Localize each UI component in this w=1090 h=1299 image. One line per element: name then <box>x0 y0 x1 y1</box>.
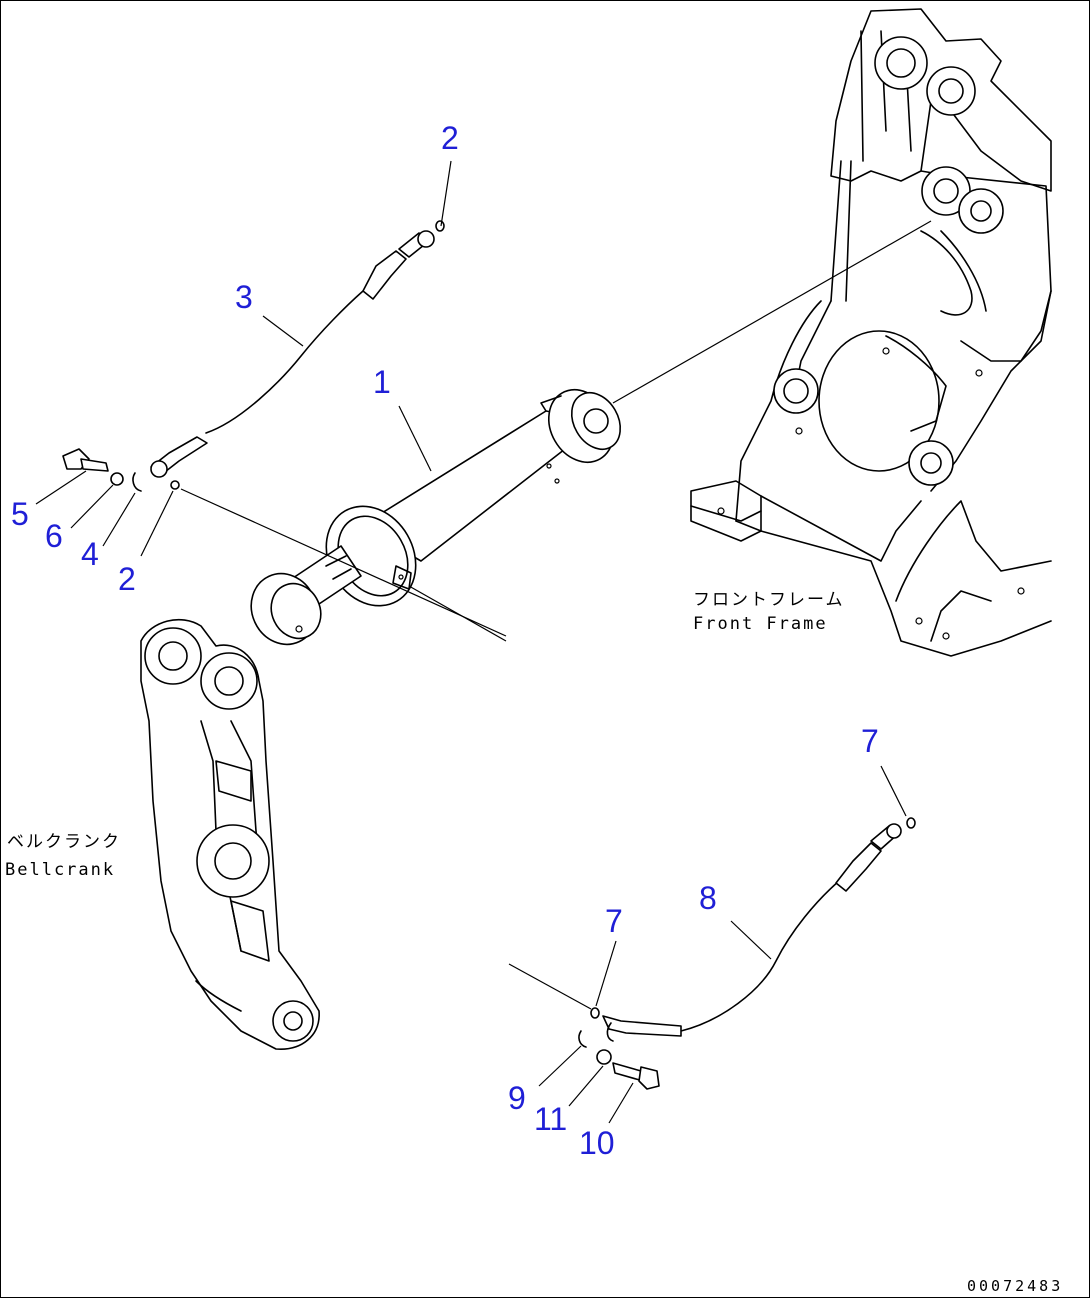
callout-5: 5 <box>11 496 29 532</box>
bellcrank-drawing <box>140 618 320 1050</box>
callout-7-right: 7 <box>861 723 879 759</box>
bellcrank-label-en: Bellcrank <box>5 860 115 880</box>
upper-hose-drawing <box>62 220 445 492</box>
cylinder-drawing <box>250 389 622 646</box>
lower-hose-drawing <box>578 817 916 1090</box>
callout-10: 10 <box>579 1125 615 1161</box>
callout-3: 3 <box>235 279 253 315</box>
front-frame-drawing <box>690 8 1052 657</box>
callout-6: 6 <box>45 518 63 554</box>
callout-2-left: 2 <box>118 561 136 597</box>
part-labels: フロントフレーム Front Frame ベルクランク Bellcrank 00… <box>5 590 1063 1295</box>
document-id: 00072483 <box>967 1277 1063 1295</box>
callout-4: 4 <box>81 536 99 572</box>
front-frame-label-jp: フロントフレーム <box>693 590 845 610</box>
bellcrank-label-jp: ベルクランク <box>7 832 121 852</box>
leader-lines <box>35 160 932 1124</box>
callout-9: 9 <box>508 1080 526 1116</box>
callout-7-lower: 7 <box>605 903 623 939</box>
callout-1: 1 <box>373 364 391 400</box>
callout-numbers: 2 3 1 5 6 4 2 7 8 7 9 11 10 <box>11 120 879 1161</box>
callout-8: 8 <box>699 880 717 916</box>
callout-11: 11 <box>534 1101 567 1137</box>
callout-2-top: 2 <box>441 120 459 156</box>
front-frame-label-en: Front Frame <box>693 614 828 634</box>
